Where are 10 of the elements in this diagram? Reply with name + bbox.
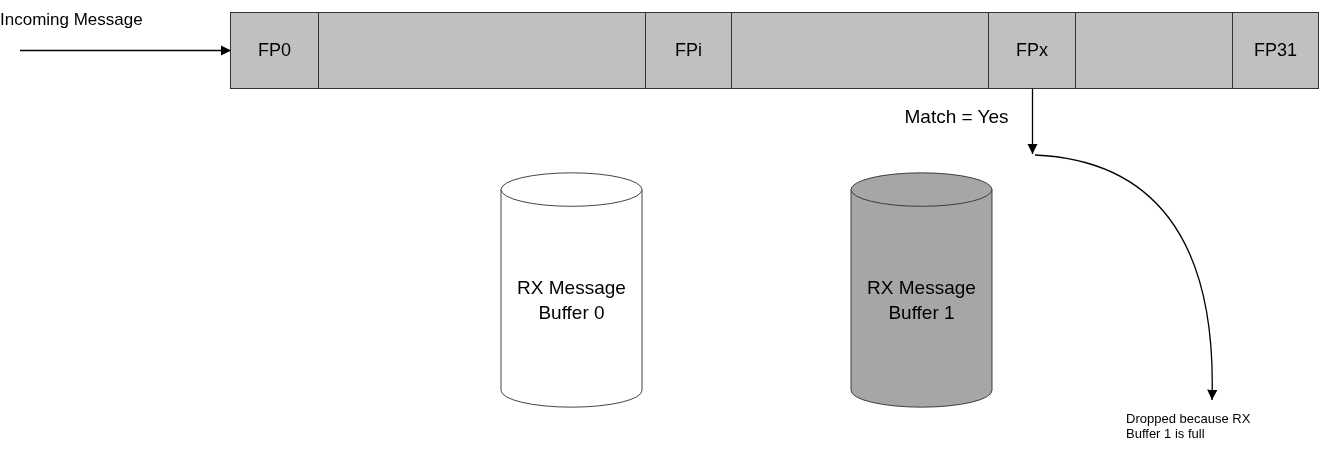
filter-cell: FPx — [989, 13, 1076, 88]
filter-cell: FP0 — [231, 13, 319, 88]
note-text: Dropped because RX Buffer 1 is full — [1126, 402, 1276, 450]
filter-cell: FP31 — [1233, 13, 1318, 88]
arrow — [1027, 87, 1038, 155]
filter-bar — [230, 12, 1319, 89]
arrow — [1034, 154, 1218, 401]
arrow — [19, 45, 232, 56]
text-label: Incoming Message — [0, 8, 228, 32]
filter-cell: FPi — [646, 13, 732, 88]
